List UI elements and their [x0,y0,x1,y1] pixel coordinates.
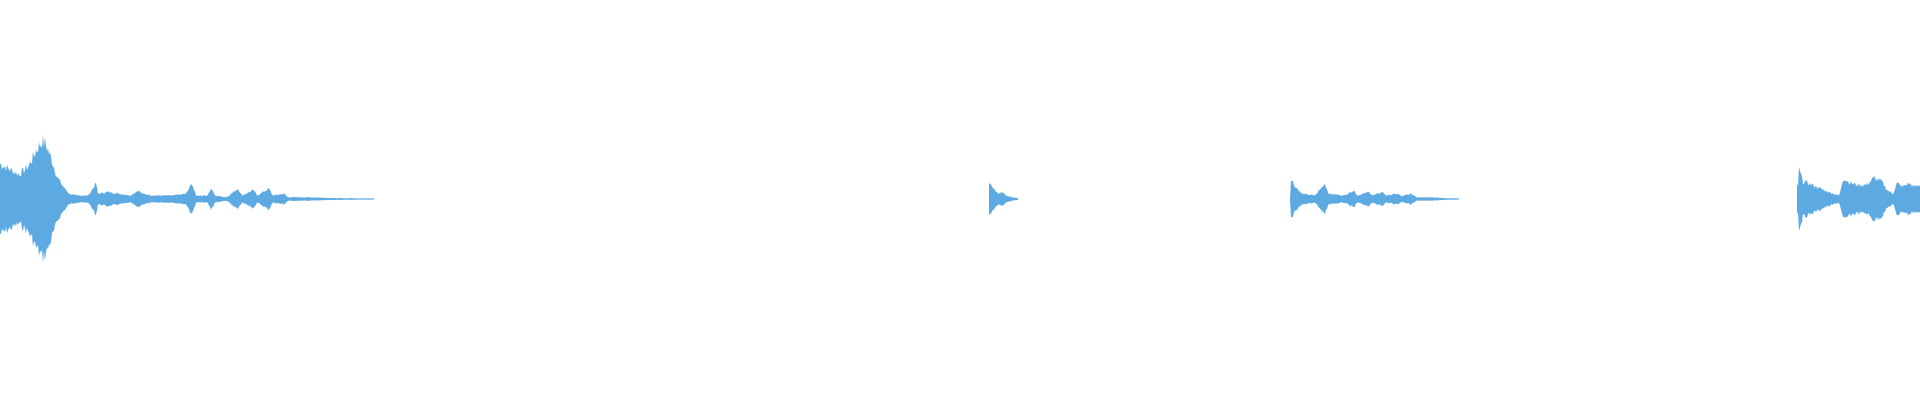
waveform-group [0,134,1920,264]
